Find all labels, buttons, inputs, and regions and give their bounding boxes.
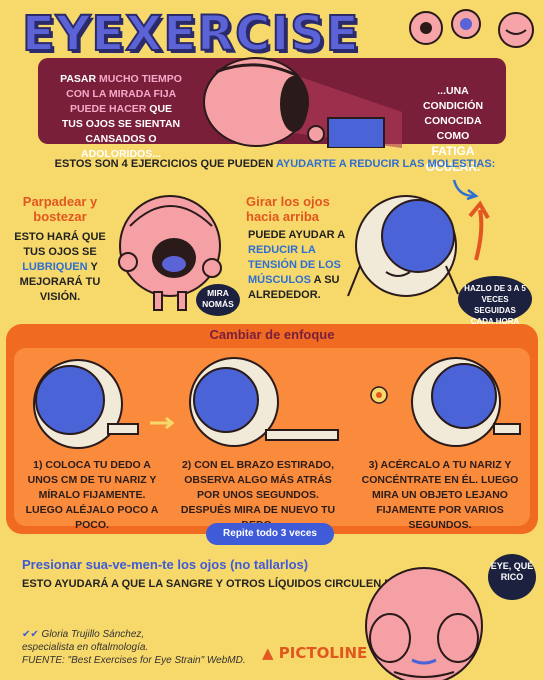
exercise3-step3: 3) ACÉRCALO A TU NARIZ Y CONCÉNTRATE EN … (361, 459, 519, 531)
exercise2-body: PUEDE AYUDAR A REDUCIR LA TENSIÓN DE LOS… (248, 229, 345, 301)
exercise4-body: ESTO AYUDARÁ A QUE LA SANGRE Y OTROS LÍQ… (22, 578, 427, 590)
curved-arrow-icon (452, 179, 479, 200)
eye-step2-illustration-icon (189, 357, 339, 447)
logo-icon: ▲ (262, 644, 274, 662)
intro-line: ESTOS SON 4 EJERCICIOS QUE PUEDEN AYUDAR… (54, 158, 496, 170)
exercise2-heading: Girar los ojos hacia arriba (246, 194, 330, 224)
page-title: EYEXERCISE (21, 5, 360, 63)
exercise4-heading: Presionar sua-ve-men-te los ojos (no tal… (22, 557, 309, 572)
exercise3-step2: 2) CON EL BRAZO ESTIRADO, OBSERVA ALGO M… (180, 459, 336, 531)
repeat-badge: Repite todo 3 veces (206, 523, 334, 545)
exercise1-heading: Parpadear y bostezar (22, 194, 98, 224)
check-icon: ✔✔ (22, 629, 39, 640)
right-arrow-icon (150, 416, 175, 430)
exercise3-heading-wrap: Cambiar de enfoque (6, 326, 538, 344)
exercise2-bubble: HAZLO DE 3 A 5 VECES SEGUIDAS CADA HORA (458, 276, 532, 326)
exercise1-body: ESTO HARÁ QUE TUS OJOS SE LUBRIQUEN Y ME… (14, 231, 106, 303)
banner-left-text: PASAR MUCHO TIEMPO CON LA MIRADA FIJA PU… (60, 73, 182, 160)
eye-step3-illustration-icon (411, 357, 521, 447)
eye-doodles-icon (409, 9, 534, 48)
pictoline-logo: ▲ PICTOLINE (262, 644, 368, 662)
eye-step1-illustration-icon (33, 359, 139, 449)
tired-eye-illustration-icon (203, 57, 402, 148)
yawning-eye-illustration-icon (118, 195, 222, 311)
pressing-eye-illustration-icon (365, 567, 483, 680)
exercise3-heading: Cambiar de enfoque (209, 327, 335, 342)
exercise3-step1: 1) COLOCA TU DEDO A UNOS CM DE TU NARIZ … (25, 459, 159, 531)
up-arrow-icon (468, 200, 490, 261)
exercise4-bubble: EYE, QUÉ RICO (488, 554, 536, 600)
rolling-eye-illustration-icon (347, 195, 459, 297)
exercise1-bubble: MIRA NOMÁS (196, 284, 240, 316)
distant-target-icon (370, 386, 388, 404)
credits: ✔✔ Gloria Trujillo Sánchez, especialista… (22, 629, 246, 666)
